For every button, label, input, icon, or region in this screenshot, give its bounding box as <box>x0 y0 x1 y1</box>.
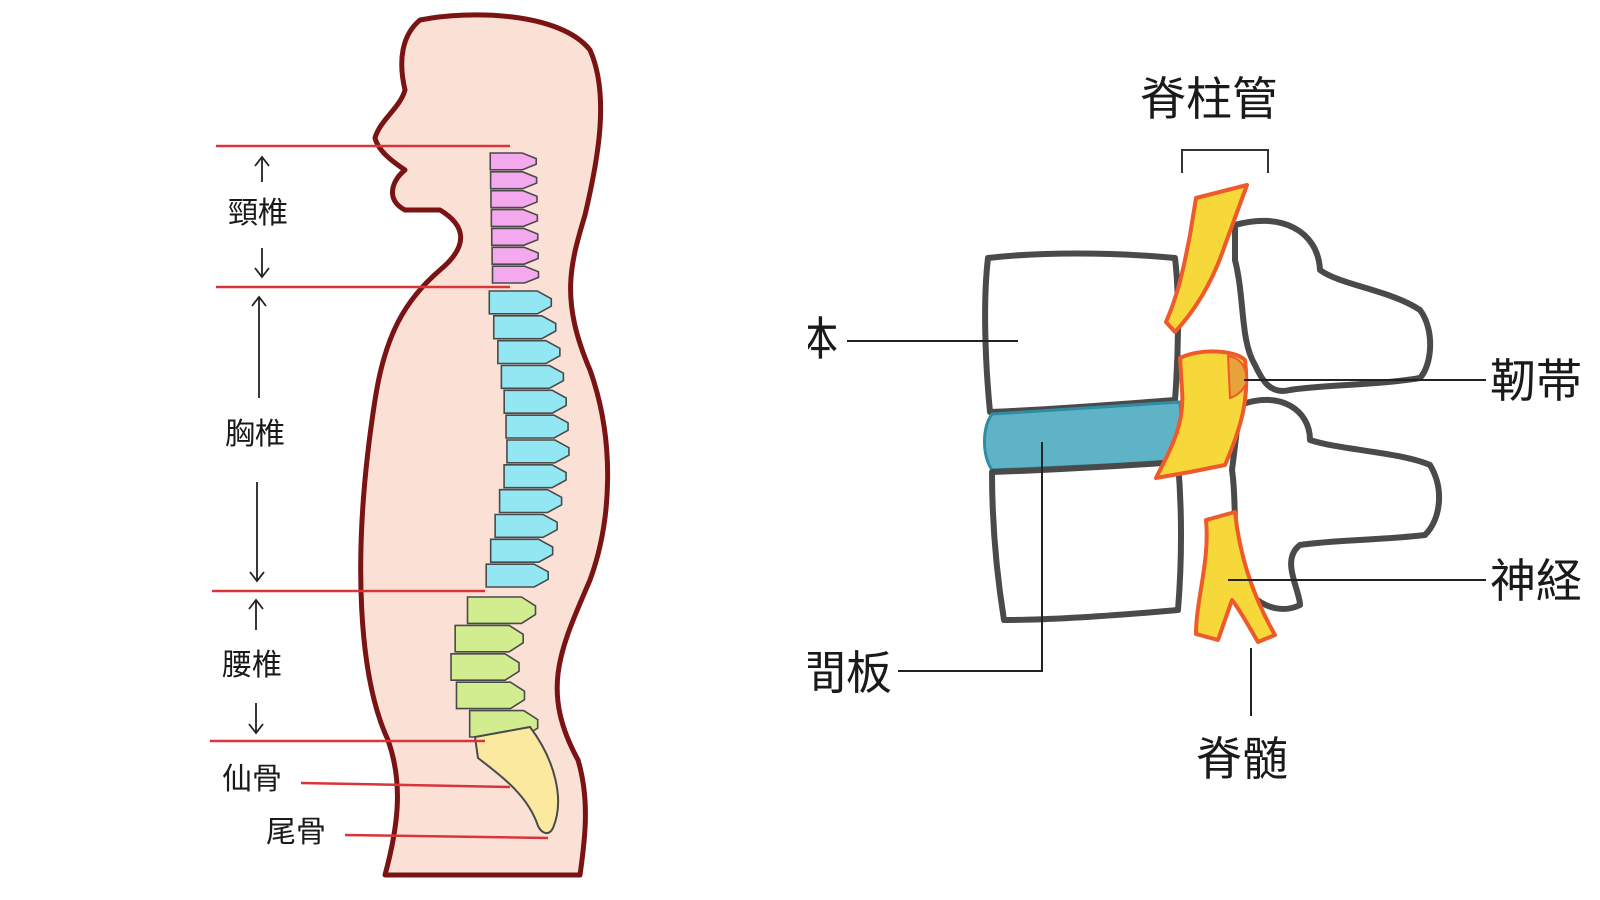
thoracic-vertebra <box>485 563 549 588</box>
body-silhouette <box>358 12 611 878</box>
cervical-vertebra <box>490 227 539 247</box>
label-cervical: 頸椎 <box>228 196 288 231</box>
label-ligament-crop: 靭帯 <box>1488 352 1588 414</box>
label-thoracic: 胸椎 <box>225 417 285 452</box>
cervical-vertebra <box>491 265 540 284</box>
label-sacrum: 仙骨 <box>222 762 282 797</box>
sacrum-shape <box>473 725 560 834</box>
cervical-vertebra <box>489 152 538 171</box>
thoracic-vertebra <box>497 339 561 365</box>
thoracic-vertebra <box>503 389 567 414</box>
nerve-middle <box>1154 349 1249 480</box>
ligament <box>1226 354 1248 400</box>
lumbar-vertebra <box>450 653 520 681</box>
cervical-vertebra <box>490 208 539 228</box>
cervical-vertebra <box>491 246 539 265</box>
spinal-canal-bracket <box>1181 149 1269 173</box>
thoracic-vertebra <box>488 290 553 315</box>
lumbar-vertebra <box>454 624 524 653</box>
label-spinal-cord: 脊髄 <box>1196 732 1288 786</box>
label-disc-crop: 間板 <box>808 644 898 706</box>
label-nerve: 神経 <box>1490 554 1582 608</box>
thoracic-vertebra <box>503 464 567 489</box>
range-arrows <box>248 155 270 735</box>
thoracic-vertebra <box>505 414 569 439</box>
label-vertebral-body: 体 <box>808 312 838 366</box>
leader-lines <box>847 340 1486 716</box>
label-vertebral-body-crop: 体 <box>808 308 838 368</box>
label-disc: 間板 <box>808 646 892 700</box>
lumbar-vertebra <box>455 681 526 710</box>
lumbar-vertebra <box>466 596 537 625</box>
guide-line-coccyx <box>344 833 549 840</box>
lower-vertebral-body <box>989 459 1184 623</box>
label-nerve-crop: 神経 <box>1488 552 1588 614</box>
nerve-upper <box>1164 183 1249 334</box>
upper-vertebral-body <box>982 250 1182 415</box>
label-coccyx: 尾骨 <box>266 815 326 850</box>
upper-spinous-process <box>1232 217 1434 394</box>
label-spinal-canal: 脊柱管 <box>1140 72 1278 126</box>
nerve-lower <box>1194 510 1277 644</box>
thoracic-vertebra <box>494 513 558 539</box>
intervertebral-disc <box>983 400 1183 472</box>
thoracic-vertebra <box>500 364 565 390</box>
lower-spinous-process <box>1229 397 1443 612</box>
thoracic-vertebra <box>506 439 570 464</box>
thoracic-vertebra <box>492 315 557 340</box>
thoracic-vertebra <box>498 488 563 514</box>
guide-line-sacrum <box>300 781 511 789</box>
label-ligament: 靭帯 <box>1490 354 1582 408</box>
label-lumbar: 腰椎 <box>222 648 282 683</box>
cervical-vertebra <box>489 171 538 190</box>
cervical-vertebra <box>490 189 538 209</box>
thoracic-vertebra <box>489 538 554 563</box>
